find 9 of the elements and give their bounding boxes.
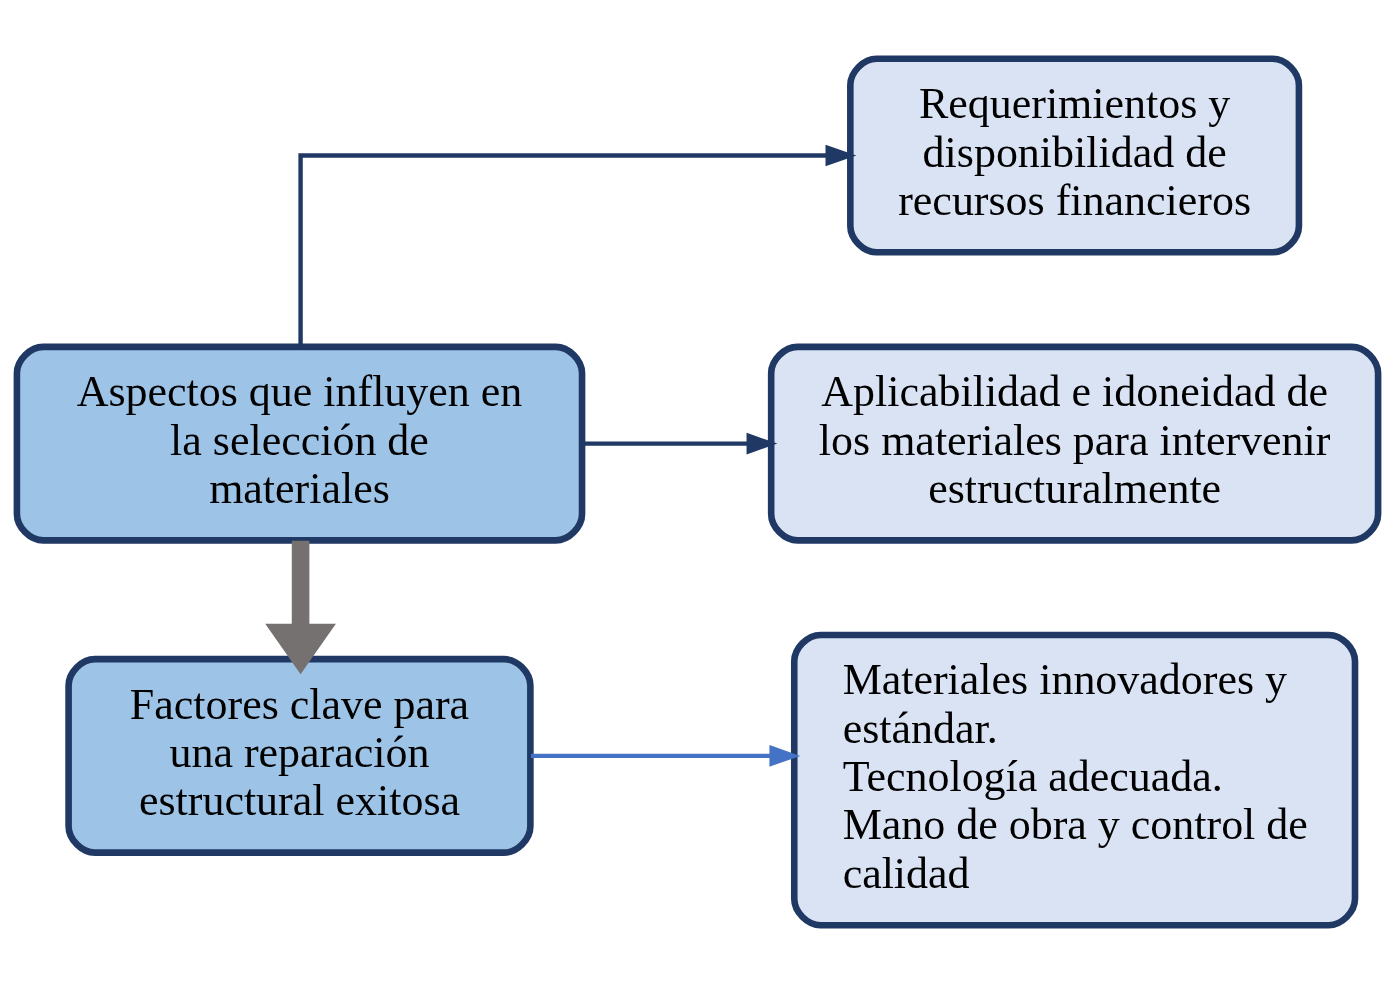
node-box: Aspectos que influyen en la selección de materiales [13, 343, 586, 544]
node-box: Aplicabilidad e idoneidad de los materiales para intervenir estructuralmente [767, 343, 1382, 544]
node-box: Factores clave para una reparación estructural exitosa [65, 655, 534, 856]
node-box: Requerimientos y disponibilidad de recursos financieros [847, 55, 1303, 256]
arrow [298, 144, 857, 346]
arrow [582, 432, 778, 454]
arrow [531, 744, 801, 767]
arrow [265, 540, 336, 674]
node-box: Materiales innovadores y estándar. Tecnología adecuada. Mano de obra y control de calidad [790, 631, 1359, 928]
